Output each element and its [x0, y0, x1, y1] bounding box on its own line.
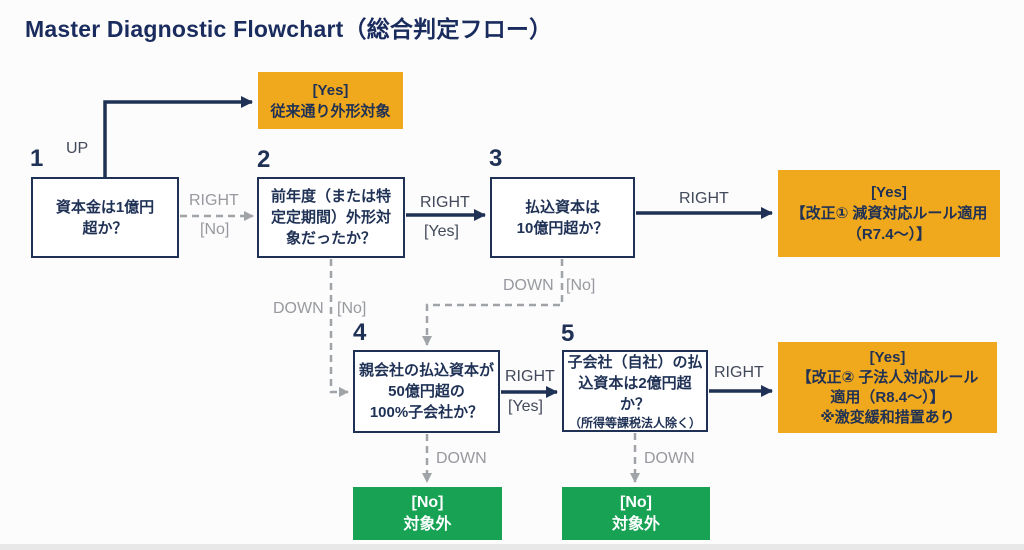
node-number-5: 5 [561, 320, 575, 347]
excluded-box-1: [No] 対象外 [353, 487, 502, 540]
bottom-divider [0, 544, 1024, 550]
edge-label-up: UP [66, 140, 89, 157]
node-number-4: 4 [353, 319, 367, 346]
result-line: [Yes] [312, 81, 349, 99]
decision-box-4-line: 100%子会社か？ [369, 404, 484, 421]
decision-box-2-line: 定定期間）外形対 [270, 209, 391, 226]
excluded-box-2: [No] 対象外 [562, 487, 710, 540]
decision-box-1: 資本金は1億円 超か？ [31, 177, 179, 258]
decision-box-1-line: 超か？ [82, 219, 128, 237]
result-box-rule2: [Yes] 【改正② 子法人対応ルール 適用（R8.4～）】 ※激変緩和措置あり [778, 342, 997, 433]
result-box-yes-traditional: [Yes] 従来通り外形対象 [258, 72, 403, 129]
node-number-3: 3 [489, 145, 503, 172]
edge-label-n5-right: RIGHT [714, 364, 764, 381]
connector-n2-down-no [329, 259, 349, 397]
decision-box-5-note: （所得等課税法人除く） [568, 415, 701, 430]
edge-label-n3-right: RIGHT [679, 190, 729, 207]
connector-n1-up-yes [103, 96, 253, 177]
decision-box-5-line: 込資本は2億円超か？ [578, 374, 692, 413]
edge-label-n4-right: RIGHT [505, 368, 555, 385]
decision-box-5-line: 子会社（自社）の払 [567, 353, 703, 371]
result-line: [Yes] [871, 184, 907, 201]
decision-box-3-line: 10億円超か？ [516, 219, 609, 237]
result-line: 従来通り外形対象 [270, 102, 391, 120]
result-line: 【改正② 子法人対応ルール [796, 368, 979, 386]
decision-box-2-line: 前年度（または特 [270, 188, 391, 205]
decision-box-5: 子会社（自社）の払 込資本は2億円超か？ （所得等課税法人除く） [562, 350, 708, 432]
result-line: [No] [411, 493, 444, 511]
edge-label-n3-no: [No] [566, 277, 596, 294]
result-line: 【改正① 減資対応ルール適用 [790, 205, 988, 222]
edge-label-n2-yes: [Yes] [424, 223, 459, 240]
decision-box-4-line: 親会社の払込資本が [358, 362, 494, 379]
decision-box-4-line: 50億円超の [388, 383, 465, 400]
result-line: ※激変緩和措置あり [820, 408, 955, 426]
result-line: 対象外 [403, 515, 452, 533]
decision-box-1-line: 資本金は1億円 [55, 198, 155, 216]
edge-label-n1-no: [No] [200, 221, 230, 238]
result-line: [Yes] [869, 348, 906, 366]
decision-box-4: 親会社の払込資本が 50億円超の 100%子会社か？ [353, 350, 500, 433]
edge-label-n5-down: DOWN [644, 450, 695, 467]
result-box-rule1: [Yes] 【改正① 減資対応ルール適用 （R7.4～）】 [778, 170, 1000, 257]
page-title: Master Diagnostic Flowchart（総合判定フロー） [25, 16, 553, 42]
connector-n3-down-no [422, 259, 564, 346]
decision-box-3: 払込資本は 10億円超か？ [490, 177, 635, 258]
result-line: [No] [620, 493, 652, 511]
edge-label-n1-right: RIGHT [189, 192, 239, 209]
result-line: 対象外 [611, 515, 660, 533]
edge-label-n3-down: DOWN [503, 277, 554, 294]
result-line: （R7.4～）】 [846, 226, 932, 243]
node-number-1: 1 [30, 145, 44, 172]
edge-label-n2-no: [No] [337, 300, 367, 317]
edge-label-n4-yes: [Yes] [508, 398, 543, 415]
edge-label-n2-down: DOWN [273, 300, 324, 317]
edge-label-n2-right: RIGHT [420, 194, 470, 211]
node-number-2: 2 [257, 146, 271, 173]
result-line: 適用（R8.4～）】 [830, 388, 945, 406]
decision-box-3-line: 払込資本は [524, 198, 600, 216]
decision-box-2-line: 象だったか？ [285, 230, 376, 247]
edge-label-n4-down: DOWN [436, 450, 487, 467]
decision-box-2: 前年度（または特 定定期間）外形対 象だったか？ [257, 177, 405, 258]
